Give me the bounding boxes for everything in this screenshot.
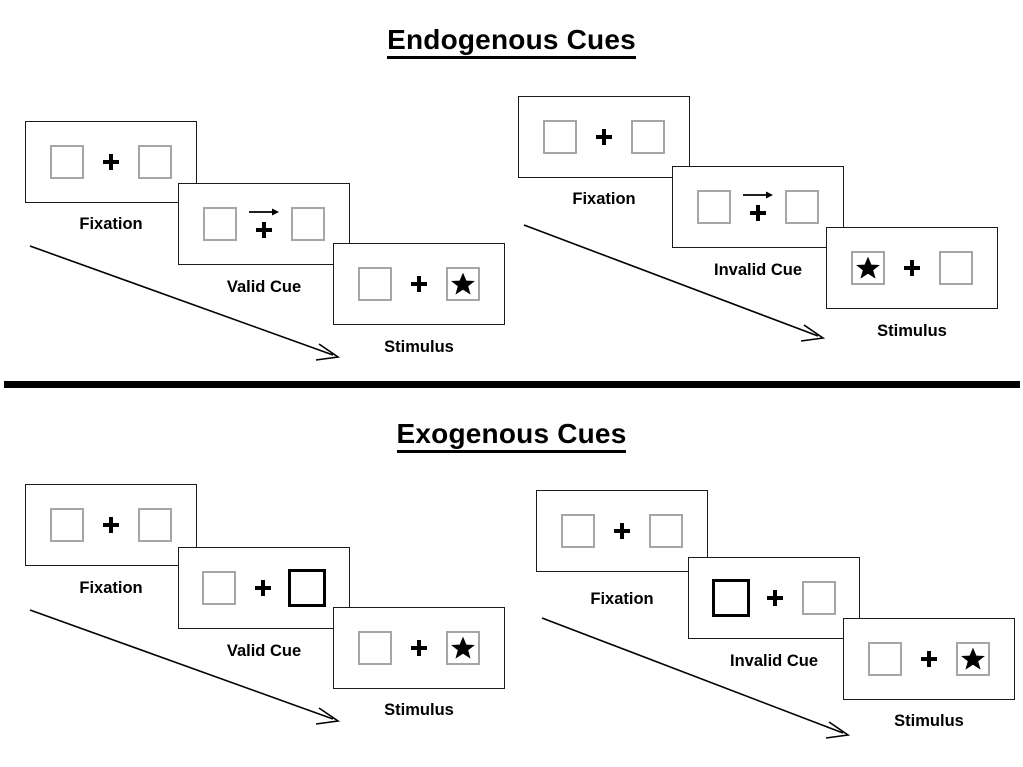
plus-icon — [411, 640, 427, 656]
placeholder-box-left — [50, 508, 84, 542]
fixation-center — [102, 142, 120, 182]
panel-exogenous-invalid-cue — [688, 557, 860, 639]
label-exogenous-invalid-cue: Invalid Cue — [729, 652, 819, 670]
fixation-center — [410, 264, 428, 304]
fixation-center — [903, 248, 921, 288]
placeholder-box-left — [202, 571, 236, 605]
placeholder-box-left — [203, 207, 237, 241]
label-endogenous-invalid-cue: Invalid Cue — [713, 261, 803, 279]
section-title-exogenous-text: Exogenous Cues — [396, 418, 627, 453]
placeholder-box-right — [291, 207, 325, 241]
star-icon — [450, 635, 476, 661]
label-exogenous-valid-fixation: Fixation — [79, 579, 143, 597]
label-exogenous-valid-stimulus: Stimulus — [384, 701, 454, 719]
placeholder-box-right — [939, 251, 973, 285]
placeholder-box-right — [956, 642, 990, 676]
placeholder-box-right — [631, 120, 665, 154]
star-icon — [450, 271, 476, 297]
panel-content — [844, 619, 1014, 699]
diagonal-arrow-icon-endogenous-valid — [28, 243, 348, 368]
arrow-right-icon — [249, 204, 279, 216]
placeholder-box-right — [785, 190, 819, 224]
panel-content — [673, 167, 843, 247]
placeholder-box-left — [851, 251, 885, 285]
plus-icon — [921, 651, 937, 667]
fixation-center — [613, 511, 631, 551]
plus-icon — [614, 523, 630, 539]
panel-endogenous-invalid-fixation — [518, 96, 690, 178]
placeholder-box-left — [358, 267, 392, 301]
panel-content — [827, 228, 997, 308]
panel-endogenous-valid-fixation — [25, 121, 197, 203]
section-title-endogenous-text: Endogenous Cues — [387, 24, 636, 59]
panel-content — [179, 184, 349, 264]
plus-icon — [767, 590, 783, 606]
placeholder-box-left — [697, 190, 731, 224]
panel-endogenous-invalid-stimulus — [826, 227, 998, 309]
fixation-center — [254, 568, 272, 608]
plus-icon — [103, 154, 119, 170]
plus-icon — [255, 580, 271, 596]
panel-endogenous-invalid-cue — [672, 166, 844, 248]
plus-icon — [904, 260, 920, 276]
diagonal-arrow-icon-exogenous-valid — [28, 607, 348, 732]
label-exogenous-invalid-stimulus: Stimulus — [894, 712, 964, 730]
fixation-center — [766, 578, 784, 618]
label-endogenous-invalid-stimulus: Stimulus — [877, 322, 947, 340]
panel-content — [26, 485, 196, 565]
panel-endogenous-valid-stimulus — [333, 243, 505, 325]
star-icon — [960, 646, 986, 672]
panel-exogenous-valid-fixation — [25, 484, 197, 566]
placeholder-box-right — [446, 267, 480, 301]
placeholder-box-left — [50, 145, 84, 179]
panel-content — [689, 558, 859, 638]
placeholder-box-left — [561, 514, 595, 548]
plus-icon — [256, 222, 272, 238]
panel-content — [537, 491, 707, 571]
placeholder-box-right — [649, 514, 683, 548]
cued-box-left — [712, 579, 750, 617]
section-title-endogenous: Endogenous Cues — [0, 24, 1023, 59]
plus-icon — [596, 129, 612, 145]
panel-endogenous-valid-cue — [178, 183, 350, 265]
star-icon — [855, 255, 881, 281]
cued-box-right — [288, 569, 326, 607]
plus-icon — [103, 517, 119, 533]
label-endogenous-valid-stimulus: Stimulus — [384, 338, 454, 356]
placeholder-box-right — [138, 508, 172, 542]
cue-center — [249, 202, 279, 246]
panel-content — [334, 244, 504, 324]
panel-exogenous-valid-stimulus — [333, 607, 505, 689]
fixation-center — [410, 628, 428, 668]
panel-exogenous-invalid-stimulus — [843, 618, 1015, 700]
placeholder-box-right — [802, 581, 836, 615]
panel-content — [26, 122, 196, 202]
label-endogenous-invalid-fixation: Fixation — [572, 190, 636, 208]
label-exogenous-invalid-fixation: Fixation — [590, 590, 654, 608]
label-exogenous-valid-cue: Valid Cue — [226, 642, 302, 660]
cue-center — [743, 185, 773, 229]
arrow-right-icon — [743, 187, 773, 199]
panel-content — [519, 97, 689, 177]
placeholder-box-right — [138, 145, 172, 179]
placeholder-box-left — [543, 120, 577, 154]
panel-content — [179, 548, 349, 628]
section-title-exogenous: Exogenous Cues — [0, 418, 1023, 453]
placeholder-box-right — [446, 631, 480, 665]
placeholder-box-left — [868, 642, 902, 676]
diagonal-arrow-icon-endogenous-invalid — [522, 222, 832, 352]
label-endogenous-valid-cue: Valid Cue — [226, 278, 302, 296]
plus-icon — [750, 205, 766, 221]
fixation-center — [595, 117, 613, 157]
label-endogenous-valid-fixation: Fixation — [79, 215, 143, 233]
fixation-center — [102, 505, 120, 545]
panel-exogenous-valid-cue — [178, 547, 350, 629]
placeholder-box-left — [358, 631, 392, 665]
plus-icon — [411, 276, 427, 292]
panel-exogenous-invalid-fixation — [536, 490, 708, 572]
section-divider — [4, 381, 1020, 388]
fixation-center — [920, 639, 938, 679]
panel-content — [334, 608, 504, 688]
diagonal-arrow-icon-exogenous-invalid — [540, 615, 860, 750]
